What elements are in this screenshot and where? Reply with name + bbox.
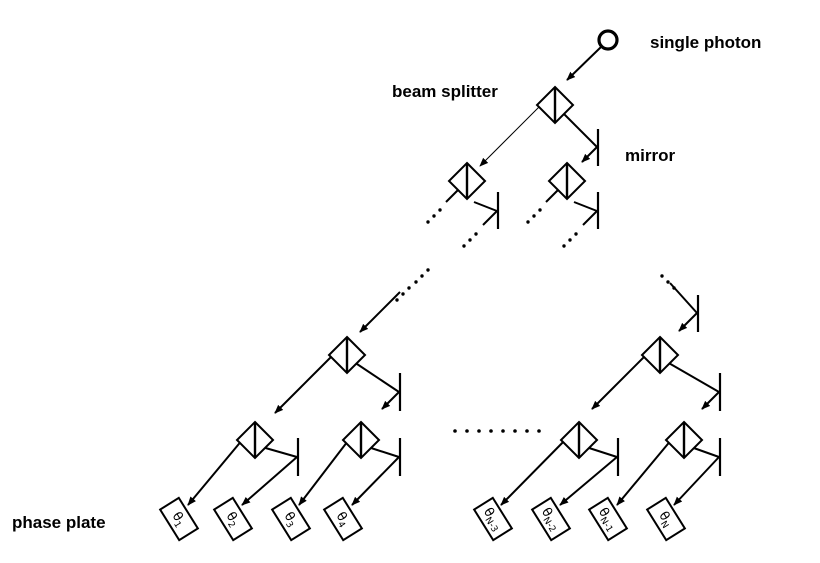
beam <box>500 432 573 506</box>
beam-splitter <box>447 161 487 201</box>
phase-plate-8: θN <box>645 496 687 542</box>
input-beam <box>566 46 602 81</box>
beam <box>261 446 298 458</box>
beam <box>473 201 498 212</box>
beam <box>616 432 678 506</box>
beam-paths <box>187 46 720 506</box>
beam <box>581 146 598 163</box>
beam <box>359 291 401 333</box>
beam-splitter <box>559 420 599 460</box>
beam <box>690 446 720 458</box>
beam <box>298 432 355 506</box>
single-photon-source <box>597 29 619 51</box>
beam <box>479 97 549 167</box>
beam-splitter <box>341 420 381 460</box>
phase-plate-4: θ4 <box>322 496 364 542</box>
phase-plate-1: θ1 <box>158 496 200 542</box>
beam <box>666 361 720 393</box>
beam <box>561 111 598 148</box>
beam-splitter <box>327 335 367 375</box>
beam <box>585 446 618 458</box>
phase-plate-7: θN-1 <box>587 496 629 542</box>
beam-splitter-label: beam splitter <box>392 82 498 101</box>
phase-plate-2: θ2 <box>212 496 254 542</box>
beam <box>673 456 720 506</box>
beam-splitter <box>235 420 275 460</box>
phase-plate-6: θN-2 <box>530 496 572 542</box>
phase-plate-label: phase plate <box>12 513 106 532</box>
continuation-dots <box>395 208 676 433</box>
beam <box>353 361 400 393</box>
phase-plate-5: θN-3 <box>472 496 514 542</box>
beam-splitter <box>535 85 575 125</box>
single-photon-label: single photon <box>650 33 761 52</box>
beam <box>241 456 298 506</box>
beam <box>678 312 698 332</box>
beam-splitter <box>664 420 704 460</box>
beam <box>351 456 400 506</box>
beam <box>573 201 598 212</box>
mirror-label: mirror <box>625 146 675 165</box>
beam <box>591 347 654 410</box>
beam <box>582 210 598 226</box>
phase-plate-3: θ3 <box>270 496 312 542</box>
mirrors <box>296 129 722 476</box>
beam <box>701 391 720 410</box>
beam-splitter <box>640 335 680 375</box>
beam <box>381 391 400 410</box>
beam-splitters <box>235 85 704 460</box>
beam-splitter <box>547 161 587 201</box>
beam <box>274 347 341 414</box>
beam <box>482 210 498 226</box>
beam <box>187 432 249 506</box>
beam <box>367 446 400 458</box>
beam <box>559 456 618 506</box>
